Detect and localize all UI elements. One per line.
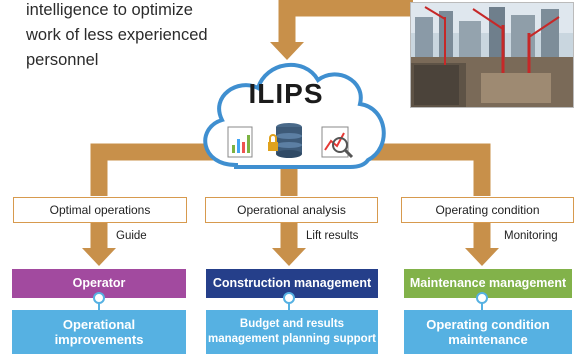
construction-site-photo [410, 2, 574, 108]
intro-line: personnel [26, 51, 99, 69]
feedback-arrowhead [270, 42, 304, 60]
connector-dot [93, 292, 105, 304]
category-box-optimal-operations: Optimal operations [13, 197, 187, 223]
lock-icon [268, 134, 278, 151]
connector-dot [476, 292, 488, 304]
arrowhead-2 [272, 248, 306, 266]
result-box-operational-improvements: Operational improvements [12, 310, 186, 354]
result-box-operating-condition-maintenance: Operating condition maintenance [404, 310, 572, 354]
intro-line: intelligence to optimize [26, 1, 193, 19]
arrow-label-monitoring: Monitoring [504, 230, 558, 242]
result-line: improvements [54, 332, 144, 347]
result-line: Budget and results [239, 318, 345, 330]
database-icon [276, 123, 302, 158]
category-box-operating-condition: Operating condition [401, 197, 574, 223]
arrowhead-3 [465, 248, 499, 266]
connector-dot [283, 292, 295, 304]
connector-line [288, 297, 290, 313]
arrowhead-1 [82, 248, 116, 266]
analysis-icon [321, 126, 354, 159]
system-name: ILIPS [248, 78, 324, 109]
connector-line [481, 297, 483, 313]
result-line: Operational [62, 317, 136, 332]
result-box-budget-planning: Budget and results management planning s… [206, 310, 378, 354]
result-line: management planning support [207, 333, 377, 345]
feedback-arrow [278, 0, 413, 46]
result-line: maintenance [448, 332, 528, 347]
arrow-label-guide: Guide [116, 230, 147, 242]
role-box-maintenance-management: Maintenance management [404, 269, 572, 298]
intro-line: work of less experienced [26, 26, 208, 44]
intro-text: intelligence to optimize work of less ex… [26, 0, 266, 73]
connector-line [98, 297, 100, 313]
category-box-operational-analysis: Operational analysis [205, 197, 378, 223]
report-icon [227, 126, 253, 158]
arrow-label-lift-results: Lift results [306, 230, 359, 242]
result-line: Operating condition [426, 317, 550, 332]
